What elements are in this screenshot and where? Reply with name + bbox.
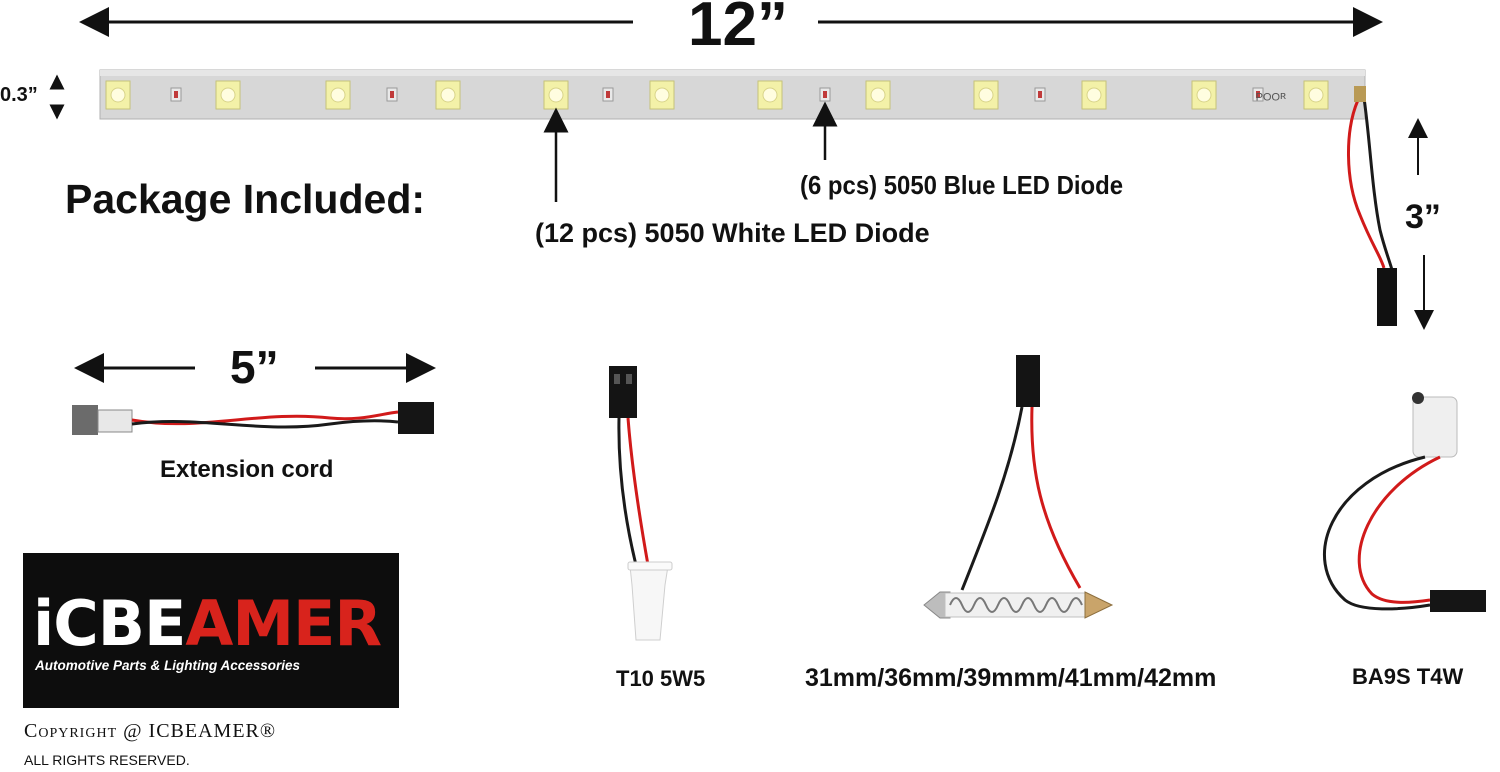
white-led-lens bbox=[440, 87, 456, 103]
strip-length-label: 12” bbox=[688, 0, 788, 59]
festoon-label: 31mm/36mm/39mmm/41mm/42mm bbox=[805, 664, 1217, 692]
white-led-lens bbox=[978, 87, 994, 103]
solder-pad bbox=[1354, 86, 1366, 102]
white-led-lens bbox=[548, 87, 564, 103]
package-heading: Package Included: bbox=[65, 176, 426, 222]
blue-led-chip bbox=[606, 91, 610, 98]
rights-text: ALL RIGHTS RESERVED. bbox=[24, 752, 190, 768]
white-led-lens bbox=[110, 87, 126, 103]
lead-length-label: 3” bbox=[1405, 198, 1441, 236]
white-led-lens bbox=[654, 87, 670, 103]
lead-wire-black bbox=[1362, 97, 1394, 271]
blue-diode-label: (6 pcs) 5050 Blue LED Diode bbox=[800, 170, 1124, 200]
strip-highlight bbox=[100, 70, 1365, 76]
white-led-lens bbox=[1196, 87, 1212, 103]
strip-code: ᴚOOԀ bbox=[1256, 90, 1286, 102]
white-led-lens bbox=[220, 87, 236, 103]
white-led-lens bbox=[1086, 87, 1102, 103]
led-row bbox=[105, 80, 1329, 110]
lead-connector bbox=[1377, 268, 1397, 326]
blue-led-chip bbox=[390, 91, 394, 98]
blue-led-chip bbox=[823, 91, 827, 98]
ba9s-label: BA9S T4W bbox=[1352, 664, 1464, 689]
logo-tagline: Automotive Parts & Lighting Accessories bbox=[35, 658, 301, 673]
brand-logo: iCBEAMER Automotive Parts & Lighting Acc… bbox=[23, 553, 399, 708]
white-led-lens bbox=[870, 87, 886, 103]
extension-cord bbox=[72, 402, 434, 435]
cord-length-label: 5” bbox=[230, 341, 279, 393]
copyright-text: Copyright @ ICBEAMER® bbox=[24, 720, 277, 742]
ba9s-adapter bbox=[1322, 392, 1486, 612]
blue-led-chip bbox=[1256, 91, 1260, 98]
logo-wordmark: iCBEAMER bbox=[33, 587, 382, 660]
strip-width-label: 0.3” bbox=[0, 84, 38, 106]
festoon-adapter bbox=[923, 355, 1114, 619]
logo-part-red: AMER bbox=[185, 587, 382, 660]
blue-led-chip bbox=[1038, 91, 1042, 98]
t10-socket bbox=[609, 366, 673, 641]
lead-wire-red bbox=[1347, 99, 1386, 269]
white-led-lens bbox=[762, 87, 778, 103]
white-led-lens bbox=[330, 87, 346, 103]
led-strip-board bbox=[99, 69, 1366, 120]
t10-label: T10 5W5 bbox=[616, 666, 706, 691]
white-led-lens bbox=[1308, 87, 1324, 103]
white-led-diode bbox=[865, 80, 891, 110]
white-diode-label: (12 pcs) 5050 White LED Diode bbox=[535, 218, 930, 248]
blue-led-chip bbox=[174, 91, 178, 98]
extension-cord-label: Extension cord bbox=[160, 456, 334, 483]
logo-part-white: iCBE bbox=[33, 587, 186, 660]
